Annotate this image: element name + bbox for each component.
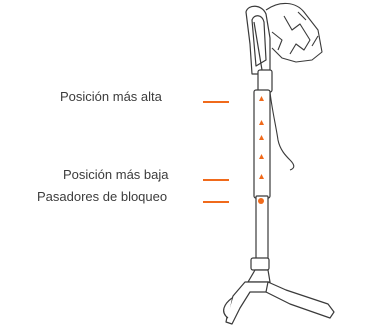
leader-line-highest: [203, 101, 229, 103]
stand-base: [223, 281, 335, 325]
pole: [246, 89, 271, 283]
power-cord: [269, 91, 295, 171]
seat-fabric: [265, 2, 323, 63]
leader-line-lock-pins: [203, 201, 229, 203]
height-markers: [259, 96, 264, 179]
lock-pin-icon: [258, 198, 264, 204]
marker-icon: [259, 135, 264, 140]
marker-icon: [259, 174, 264, 179]
seat-head: [245, 5, 273, 93]
label-highest-position: Posición más alta: [60, 89, 162, 104]
leader-line-lowest: [203, 179, 229, 181]
label-lock-pins: Pasadores de bloqueo: [37, 189, 168, 204]
label-lowest-position: Posición más baja: [63, 167, 169, 182]
marker-icon: [259, 154, 264, 159]
marker-icon: [259, 96, 264, 101]
marker-icon: [259, 120, 264, 125]
